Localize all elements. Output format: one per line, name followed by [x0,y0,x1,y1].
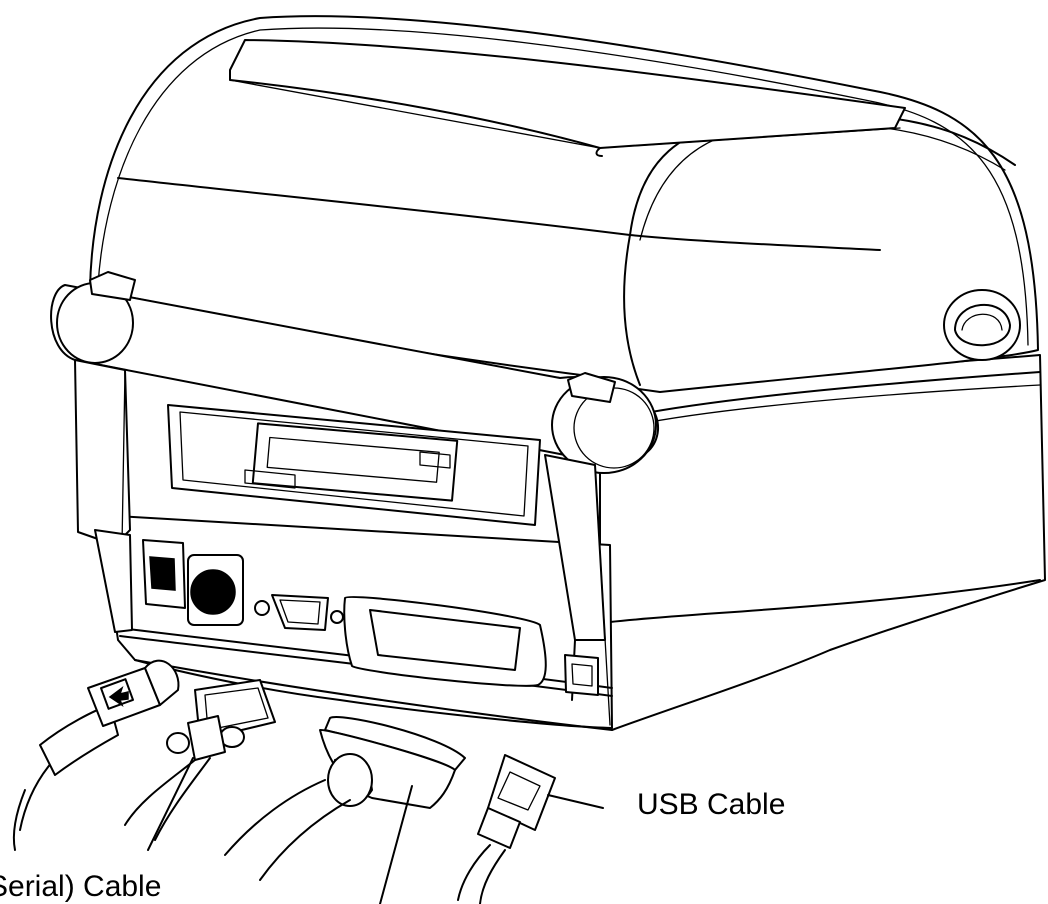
printer-media-slot [167,404,541,526]
printer-rear-ports [142,539,599,696]
power-cable [12,659,180,851]
printer-hinge [50,271,1021,726]
serial-cable-label: Serial) Cable [0,870,162,903]
usb-cable [457,754,604,904]
serial-cable [124,679,276,851]
usb-cable-label: USB Cable [637,788,786,821]
parallel-cable [224,716,466,904]
